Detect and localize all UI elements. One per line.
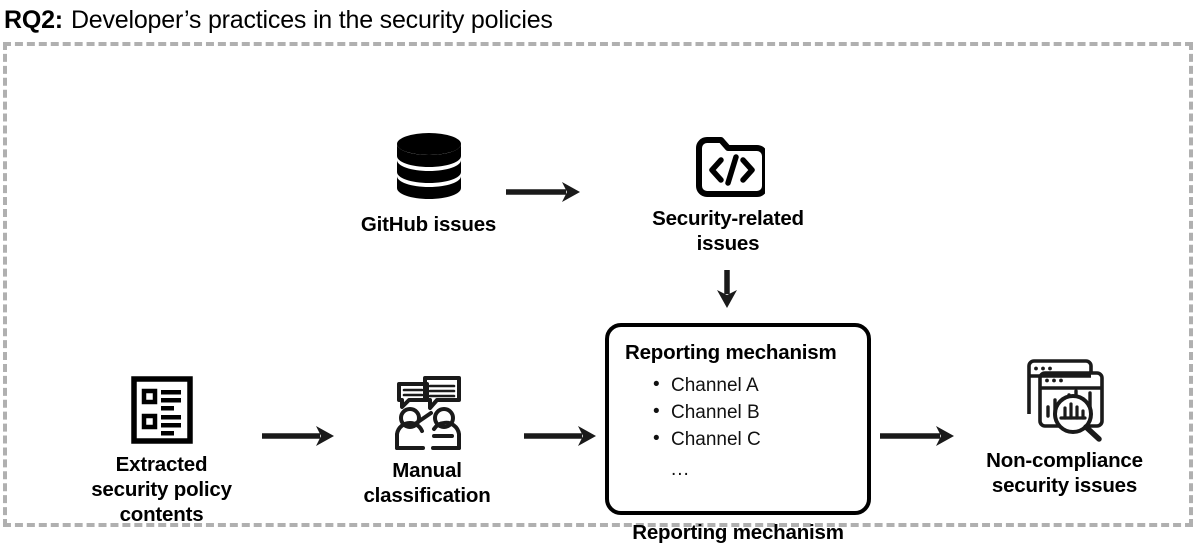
reporting-mechanism-heading: Reporting mechanism [625, 341, 837, 364]
document-checklist-icon [127, 374, 197, 446]
arrow-security-to-box-icon [713, 268, 741, 315]
list-item: Channel B [653, 399, 853, 427]
node-label: Security-related issues [652, 207, 804, 255]
code-folder-icon [691, 132, 768, 200]
node-security-related-issues: Security-related issues [619, 132, 837, 256]
research-question-label: RQ2: [4, 5, 63, 34]
node-label: GitHub issues [360, 213, 497, 236]
research-question-text: Developer’s practices in the security po… [70, 5, 553, 34]
dashboard-search-icon [1015, 354, 1115, 442]
list-item: Channel A [653, 372, 853, 400]
diagram-frame: GitHub issues Security-related issues [3, 42, 1193, 544]
reporting-mechanism-box: Reporting mechanism Channel A Channel B … [605, 323, 871, 515]
channel-list: Channel A Channel B Channel C [623, 372, 853, 454]
arrow-manual-to-box-icon [522, 422, 600, 455]
database-icon [391, 132, 467, 206]
reporting-mechanism-group: Reporting mechanism Channel A Channel B … [605, 323, 871, 545]
page-title: RQ2: Developer’s practices in the securi… [4, 0, 553, 40]
node-noncompliance-issues: Non-compliance security issues [952, 354, 1177, 498]
channel-list-ellipsis: ... [671, 458, 690, 480]
arrow-github-to-security-icon [504, 178, 584, 211]
node-label: Manual classification [363, 459, 491, 507]
node-manual-classification: Manual classification [337, 374, 517, 508]
node-github-issues: GitHub issues [316, 132, 541, 237]
node-extracted-contents: Extracted security policy contents [59, 374, 264, 527]
node-label: Extracted security policy contents [91, 453, 232, 526]
people-discussion-icon [385, 374, 469, 452]
reporting-mechanism-caption: Reporting mechanism [632, 521, 844, 544]
node-label: Non-compliance security issues [986, 449, 1143, 497]
arrow-extracted-to-manual-icon [260, 422, 338, 455]
arrow-box-to-noncompliance-icon [878, 422, 958, 455]
list-item: Channel C [653, 426, 853, 454]
